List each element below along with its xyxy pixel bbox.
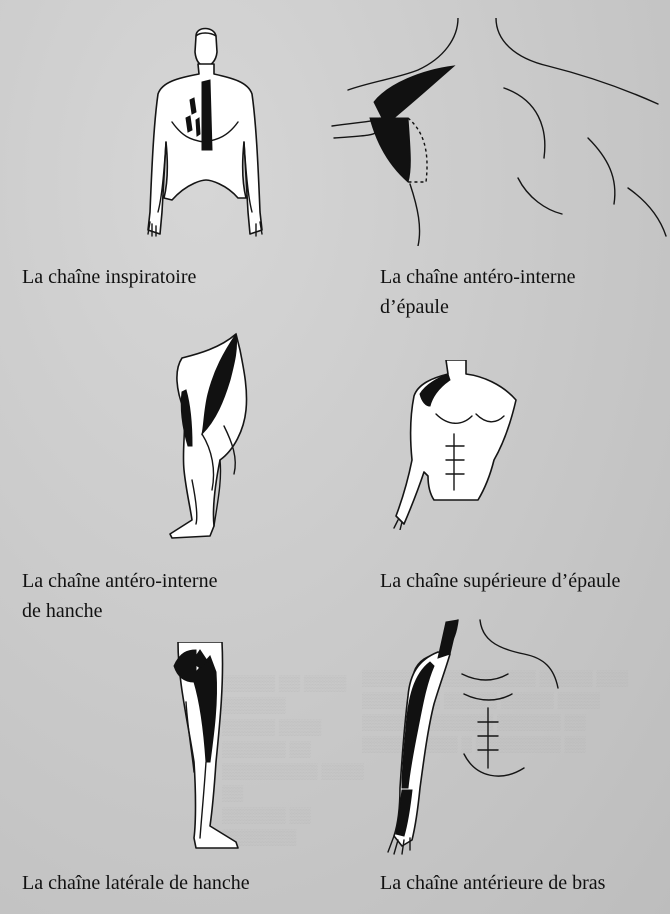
caption-antero-internal-shoulder-line1: La chaîne antéro-interne — [380, 262, 575, 292]
caption-anterior-arm-chain: La chaîne antérieure de bras — [380, 868, 605, 898]
caption-lateral-hip-chain: La chaîne latérale de hanche — [22, 868, 250, 898]
figure-antero-internal-hip-chain — [160, 330, 260, 542]
caption-antero-internal-hip-line2: de hanche — [22, 596, 103, 626]
figure-lateral-hip-chain — [166, 642, 250, 862]
caption-superior-shoulder-chain: La chaîne supérieure d’épaule — [380, 566, 620, 596]
caption-antero-internal-hip-line1: La chaîne antéro-interne — [22, 566, 217, 596]
caption-antero-internal-shoulder-line2: d’épaule — [380, 292, 449, 322]
figure-anterior-arm-chain — [384, 618, 560, 856]
figure-inspiratory-chain — [138, 22, 273, 247]
figure-superior-shoulder-chain — [392, 360, 520, 530]
figure-antero-internal-shoulder-chain — [318, 18, 670, 246]
caption-inspiratory-chain: La chaîne inspiratoire — [22, 262, 196, 292]
